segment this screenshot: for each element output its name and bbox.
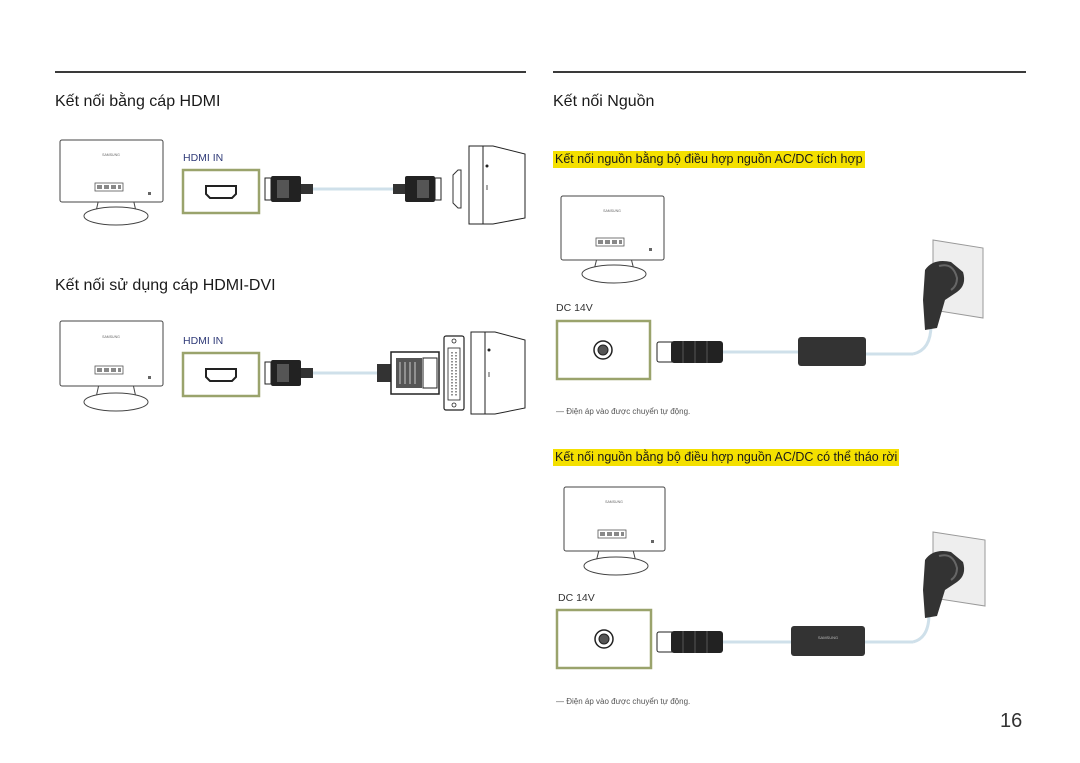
pc-tower-illustration	[452, 145, 526, 225]
power-cable	[656, 318, 933, 366]
dvi-section-title: Kết nối sử dụng cáp HDMI-DVI	[55, 277, 276, 294]
monitor-back-illustration: SAMSUNG	[560, 195, 665, 284]
monitor-back-illustration: SAMSUNG	[563, 486, 666, 576]
hdmi-dvi-cable	[264, 351, 440, 395]
page-number: 16	[1000, 710, 1023, 732]
monitor-brand: SAMSUNG	[102, 153, 120, 157]
right-top-rule	[553, 71, 1026, 73]
power-cable: SAMSUNG	[656, 607, 931, 656]
power-plug-illustration	[923, 261, 965, 330]
dc-14v-label: DC 14V	[556, 302, 593, 314]
dc-port-closeup	[555, 608, 653, 670]
detachable-adapter-heading: Kết nối nguồn bằng bộ điều hợp nguồn AC/…	[553, 449, 900, 466]
dc-port-closeup	[555, 319, 652, 381]
hdmi-dvi-connection-diagram: SAMSUNG	[59, 320, 526, 415]
left-top-rule	[55, 71, 526, 73]
monitor-brand: SAMSUNG	[603, 209, 621, 213]
integrated-adapter-heading: Kết nối nguồn bằng bộ điều hợp nguồn AC/…	[553, 151, 865, 168]
dc-14v-label-detachable: DC 14V	[558, 592, 595, 604]
monitor-back-illustration: SAMSUNG	[59, 320, 164, 412]
monitor-back-illustration: SAMSUNG	[59, 139, 164, 226]
power-plug-illustration	[923, 551, 965, 618]
hdmi-connection-diagram: SAMSUNG	[59, 139, 526, 226]
pc-tower-illustration	[470, 331, 526, 415]
hdmi-in-label-dvi: HDMI IN	[183, 335, 224, 347]
integrated-adapter-diagram: SAMSUNG	[555, 195, 984, 381]
hdmi-in-label: HDMI IN	[183, 152, 224, 164]
hdmi-section-title: Kết nối bằng cáp HDMI	[55, 93, 221, 110]
voltage-note-detachable: ― Điện áp vào được chuyển tự động.	[556, 697, 691, 706]
dvi-port-illustration	[443, 335, 465, 411]
voltage-note: ― Điện áp vào được chuyển tự động.	[556, 407, 691, 416]
hdmi-port-closeup	[181, 351, 261, 398]
hdmi-cable	[264, 176, 442, 202]
monitor-brand: SAMSUNG	[605, 500, 623, 504]
detachable-adapter-diagram: SAMSUNG SAMSUNG	[555, 486, 986, 670]
power-section-title: Kết nối Nguồn	[553, 93, 655, 110]
hdmi-port-closeup	[181, 168, 261, 215]
monitor-brand: SAMSUNG	[102, 335, 120, 339]
adapter-brand: SAMSUNG	[818, 635, 838, 640]
